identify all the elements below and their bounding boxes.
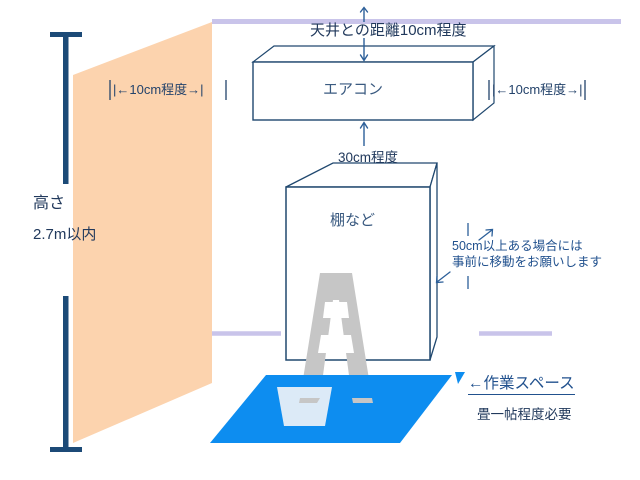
leader-arrow-icon (435, 223, 494, 289)
arrow-down-icon (359, 6, 369, 62)
top-clearance-label: 30cm程度 (338, 150, 399, 165)
work-space-label: ←作業スペース (468, 374, 575, 396)
shelf-box-icon (285, 162, 438, 361)
air-conditioner-box-icon (251, 44, 496, 122)
work-mat-icon (210, 375, 452, 443)
step-ladder-legs-icon (299, 398, 373, 403)
move-note-line-1: 50cm以上ある場合には (452, 239, 583, 253)
shelf-label: 棚など (330, 212, 376, 229)
ceiling-distance-label: 天井との距離10cm程度 (310, 22, 467, 39)
right-clearance-ticks-icon (488, 80, 586, 100)
height-title-label: 高さ (33, 195, 66, 212)
workspace-pointer-icon (455, 372, 465, 384)
bucket-icon (277, 387, 332, 426)
left-clearance-label: |←10cm程度→| (113, 82, 204, 97)
move-note: 50cm以上ある場合には 事前に移動をお願いします (452, 239, 602, 270)
right-clearance-label: |←10cm程度→| (492, 82, 583, 97)
height-value-label: 2.7m以内 (33, 226, 97, 243)
step-ladder-icon (300, 273, 372, 398)
tatami-note-label: 畳一帖程度必要 (477, 407, 572, 422)
step-ladder-rungs-icon (318, 302, 354, 353)
wall-panel-icon (73, 22, 212, 443)
left-clearance-ticks-icon (109, 80, 227, 100)
height-dimension-icon (50, 32, 82, 452)
move-note-line-2: 事前に移動をお願いします (452, 254, 603, 269)
air-conditioner-label: エアコン (323, 81, 384, 98)
